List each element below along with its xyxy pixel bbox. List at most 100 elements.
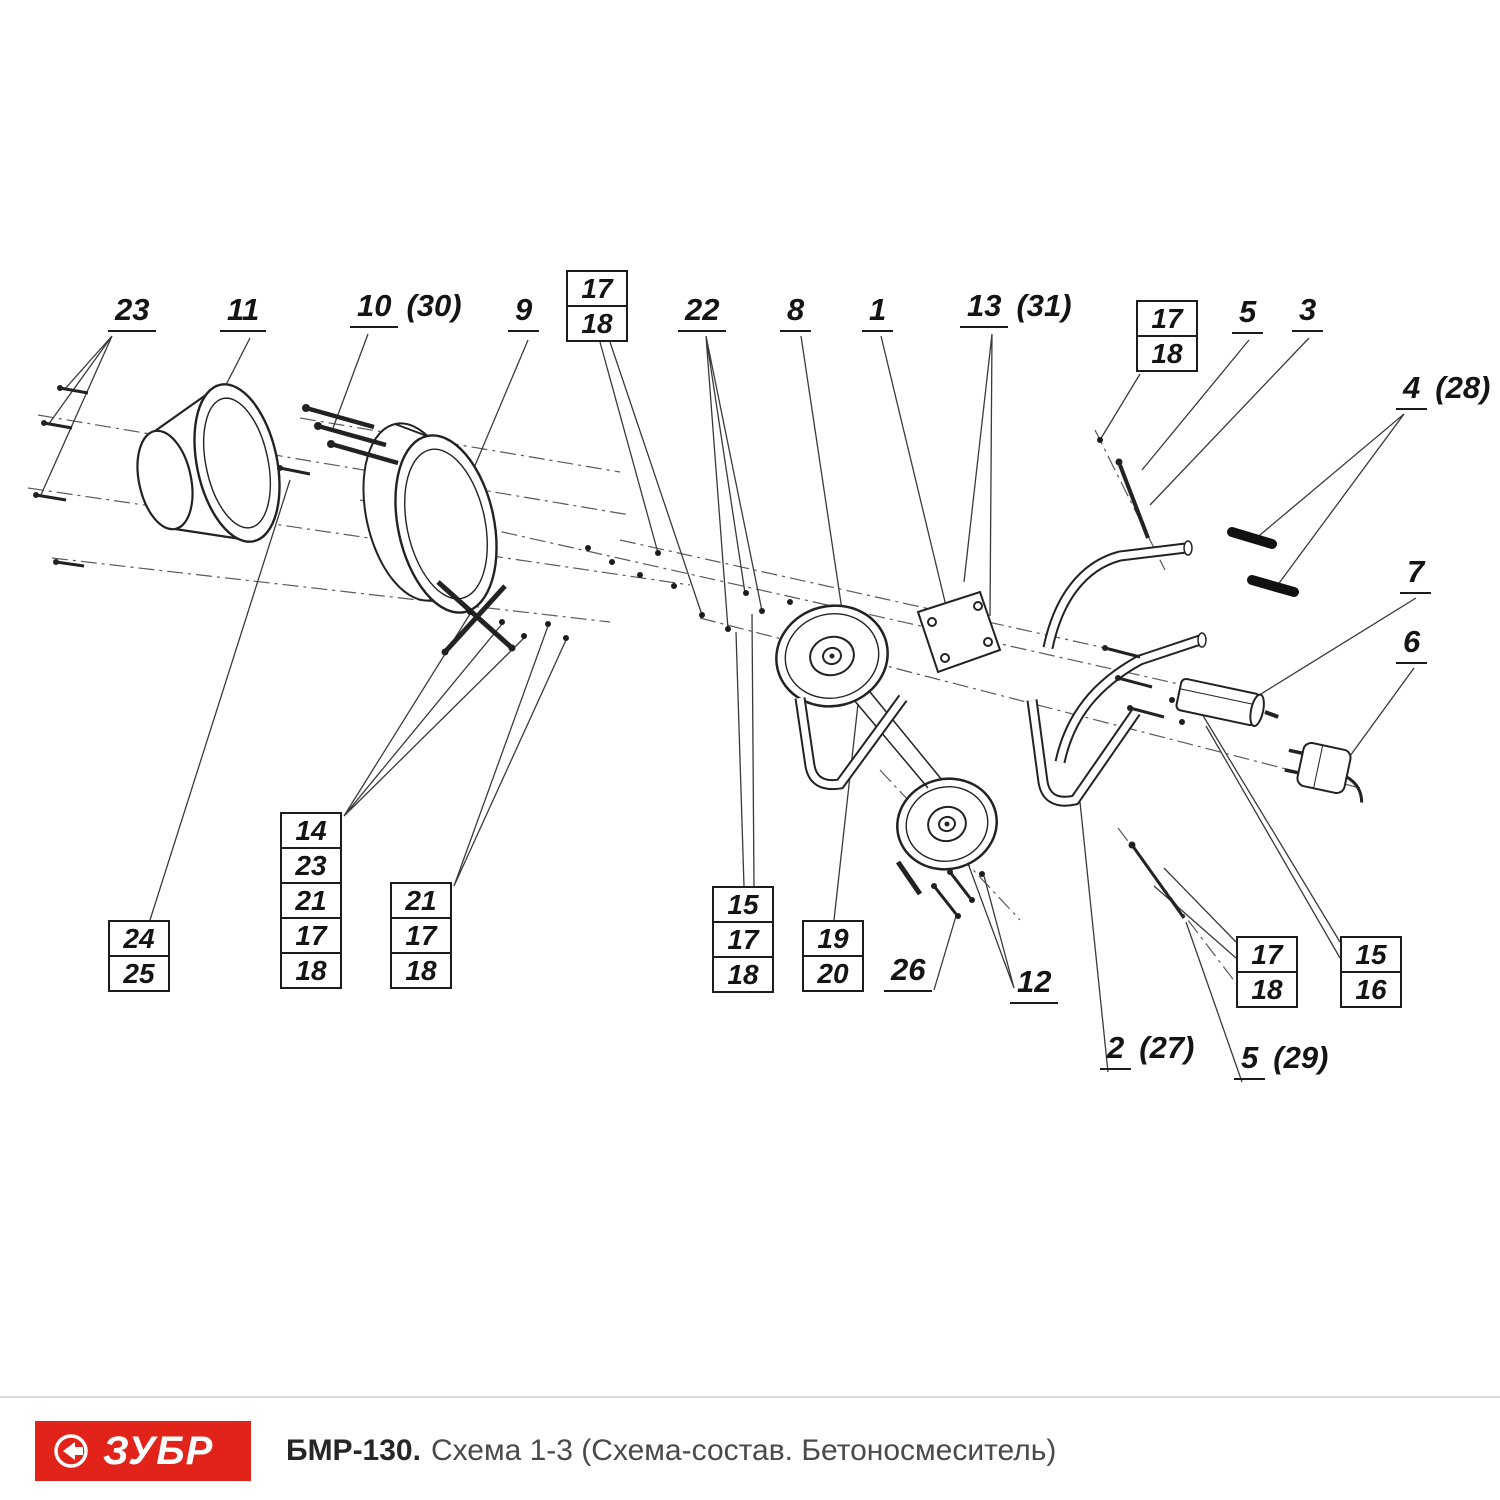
stack-cell: 18 (295, 954, 327, 986)
screws-10-30 (302, 404, 399, 466)
paddle-cross (436, 580, 516, 656)
studs-right (1102, 645, 1165, 719)
callout-22-number: 22 (678, 293, 727, 332)
callout-6: 6 (1396, 625, 1428, 664)
stack-cell: 17 (1238, 938, 1296, 973)
callout-1: 1 (862, 293, 894, 332)
callout-stack-24-25: 24 25 (108, 920, 170, 992)
callout-4-number: 4 (1396, 371, 1428, 410)
stack-cell: 18 (1251, 973, 1283, 1005)
callout-stack-17-18-right: 17 18 (1136, 300, 1198, 372)
screw-5-29 (1128, 841, 1186, 919)
callout-stack-14-23-21-17-18: 14 23 21 17 18 (280, 812, 342, 989)
handle-grips (1227, 527, 1299, 597)
callout-5b-number: 5 (1234, 1041, 1266, 1080)
callout-2-27: 2(27) (1100, 1030, 1195, 1070)
brand-arrow-icon (54, 1434, 88, 1468)
scheme-subtitle: Схема 1-3 (Схема-состав. Бетоносмеситель… (430, 1434, 1057, 1467)
brand-logo: ЗУБР (35, 1421, 251, 1481)
callout-6-number: 6 (1396, 625, 1428, 664)
stack-cell: 18 (581, 307, 613, 339)
callout-10-number: 10 (350, 289, 399, 328)
callout-12-number: 12 (1010, 965, 1059, 1004)
callout-26-number: 26 (884, 953, 933, 992)
handle-tube-upper (1042, 540, 1193, 650)
stack-cell: 17 (392, 919, 450, 954)
callout-2-ref: (27) (1139, 1030, 1195, 1065)
callout-8-number: 8 (780, 293, 812, 332)
callout-11: 11 (220, 293, 267, 332)
callout-4-28: 4(28) (1396, 370, 1491, 410)
u-frame-left (794, 694, 908, 791)
callout-26: 26 (884, 953, 933, 992)
stack-cell: 17 (282, 919, 340, 954)
brand-name: ЗУБР (103, 1428, 214, 1473)
u-frame-right (1026, 699, 1141, 807)
callout-2-number: 2 (1100, 1031, 1132, 1070)
stack-cell: 15 (1342, 938, 1400, 973)
stack-cell: 14 (282, 814, 340, 849)
callout-1-number: 1 (862, 293, 894, 332)
stack-cell: 23 (282, 849, 340, 884)
callout-22: 22 (678, 293, 727, 332)
callout-13-31: 13(31) (960, 289, 1072, 328)
callout-10-30: 10(30) (350, 288, 462, 328)
stack-cell: 17 (714, 923, 772, 958)
callout-5-number: 5 (1232, 295, 1264, 334)
callout-stack-15-16: 15 16 (1340, 936, 1402, 1008)
fasteners-left (33, 385, 311, 568)
model-name: БМР-130. (286, 1434, 421, 1467)
callout-5b-ref: (29) (1273, 1040, 1329, 1075)
drive-shaft (1175, 677, 1279, 728)
callout-13-number: 13 (960, 289, 1009, 328)
callout-5-29: 5(29) (1234, 1040, 1329, 1080)
leader-lines (39, 333, 1417, 1083)
callout-stack-17-18-bottom: 17 18 (1236, 936, 1298, 1008)
callout-3-number: 3 (1292, 293, 1324, 332)
stack-cell: 15 (714, 888, 772, 923)
callout-9: 9 (508, 293, 540, 332)
stack-cell: 25 (123, 957, 155, 989)
stack-cell: 17 (568, 272, 626, 307)
callout-12: 12 (1010, 965, 1059, 1004)
stack-cell: 16 (1355, 973, 1387, 1005)
callout-7: 7 (1400, 555, 1432, 594)
stack-cell: 20 (817, 957, 849, 989)
callout-3: 3 (1292, 293, 1324, 332)
studs-small-pulley (895, 860, 972, 915)
pulley-large (775, 604, 889, 708)
callout-11-number: 11 (220, 293, 267, 332)
frame-bracket (916, 590, 1002, 674)
belt (853, 691, 943, 789)
stack-cell: 17 (1138, 302, 1196, 337)
washer-dots (467, 437, 1185, 919)
bolt-3 (1115, 458, 1150, 539)
callout-stack-21-17-18: 21 17 18 (390, 882, 452, 989)
stack-cell: 18 (1151, 337, 1183, 369)
stack-cell: 24 (110, 922, 168, 957)
callout-stack-17-18-top: 17 18 (566, 270, 628, 342)
stack-cell: 21 (392, 884, 450, 919)
power-plug (1284, 741, 1364, 803)
callout-10-ref: (30) (406, 288, 462, 323)
handle-tube-lower (1054, 632, 1207, 764)
callout-5: 5 (1232, 295, 1264, 334)
stack-cell: 19 (804, 922, 862, 957)
callout-8: 8 (780, 293, 812, 332)
stack-cell: 18 (727, 958, 759, 990)
callout-23-number: 23 (108, 293, 157, 332)
stack-cell: 18 (405, 954, 437, 986)
callout-4-ref: (28) (1435, 370, 1491, 405)
callout-stack-15-17-18: 15 17 18 (712, 886, 774, 993)
footer-separator (0, 1396, 1500, 1398)
callout-9-number: 9 (508, 293, 540, 332)
page-title: БМР-130. Схема 1-3 (Схема-состав. Бетонос… (286, 1434, 1056, 1468)
stack-cell: 21 (282, 884, 340, 919)
callout-23: 23 (108, 293, 157, 332)
drum-cone (136, 383, 281, 543)
pulley-small (896, 777, 998, 871)
drum-ring (362, 422, 498, 614)
callout-stack-19-20: 19 20 (802, 920, 864, 992)
